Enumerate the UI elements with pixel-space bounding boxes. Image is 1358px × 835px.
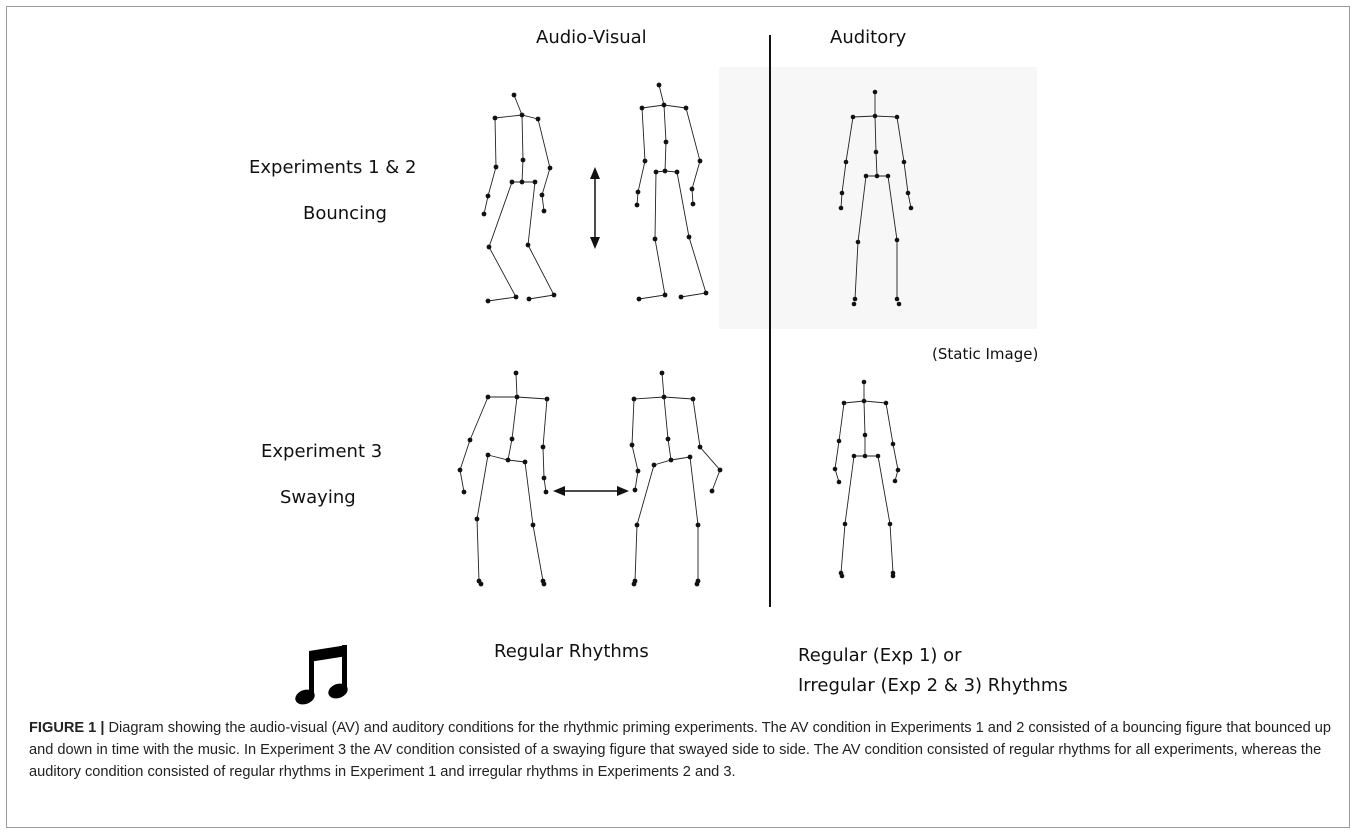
swaying-figure-1 — [457, 370, 550, 587]
figure-caption: FIGURE 1 | Diagram showing the audio-vis… — [29, 717, 1344, 783]
row1-label-line2: Bouncing — [303, 203, 387, 224]
auditory-rhythm-line1: Regular (Exp 1) or — [798, 645, 962, 666]
static-image-label: (Static Image) — [932, 345, 1039, 363]
bouncing-figure-1 — [481, 92, 557, 304]
column-divider — [769, 35, 771, 607]
header-audio-visual: Audio-Visual — [536, 27, 647, 48]
av-rhythm-label: Regular Rhythms — [494, 641, 649, 662]
header-auditory: Auditory — [830, 27, 907, 48]
bouncing-figure-2 — [634, 82, 709, 302]
caption-text: Diagram showing the audio-visual (AV) an… — [29, 720, 1332, 780]
horizontal-double-arrow-icon — [553, 486, 629, 496]
row2-label-line2: Swaying — [280, 487, 356, 508]
figure-frame: Audio-Visual Auditory Experiments 1 & 2 … — [6, 6, 1350, 828]
vertical-double-arrow-icon — [590, 167, 600, 249]
music-note-icon — [295, 645, 348, 705]
row2-label-line1: Experiment 3 — [261, 441, 383, 462]
swaying-figure-2 — [629, 370, 723, 587]
static-figure-1 — [838, 89, 914, 307]
caption-lead: FIGURE 1 | — [29, 720, 105, 736]
auditory-rhythm-line2: Irregular (Exp 2 & 3) Rhythms — [798, 675, 1068, 696]
static-figure-2 — [832, 379, 901, 579]
static-image-background — [719, 67, 1037, 329]
row1-label-line1: Experiments 1 & 2 — [249, 157, 417, 178]
